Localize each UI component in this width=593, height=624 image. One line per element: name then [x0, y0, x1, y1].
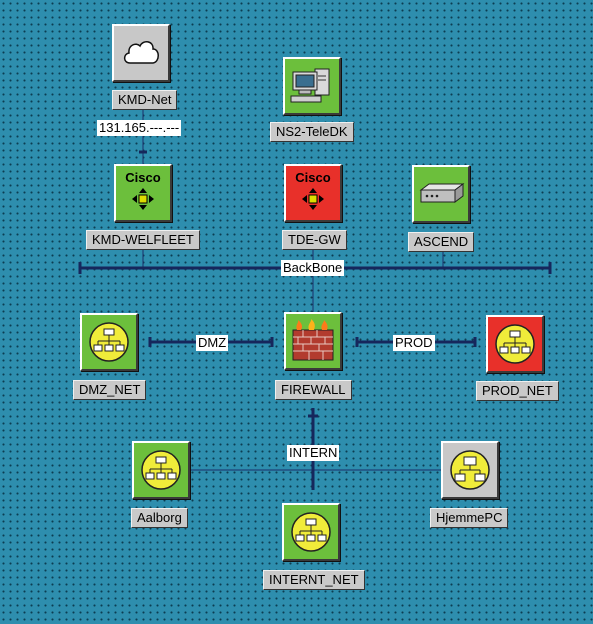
cisco-router-icon: Cisco	[125, 170, 161, 210]
cloud-icon	[123, 41, 159, 64]
node-firewall-label: FIREWALL	[275, 380, 352, 400]
node-dmz-net-icon-box[interactable]	[80, 313, 138, 371]
node-aalborg-icon-box[interactable]	[132, 441, 190, 499]
cisco-text: Cisco	[295, 170, 330, 185]
node-kmd-welfleet-label: KMD-WELFLEET	[86, 230, 200, 250]
network-hub-icon	[89, 322, 129, 362]
node-firewall-icon-box[interactable]	[284, 312, 342, 370]
node-ascend-label: ASCEND	[408, 232, 475, 252]
link-label-intern: INTERN	[287, 445, 340, 461]
node-prod-net-icon-box[interactable]	[486, 315, 544, 373]
network-hub-icon	[291, 512, 331, 552]
node-kmd-welfleet-icon-box[interactable]: Cisco	[114, 164, 172, 222]
node-tde-gw-icon-box[interactable]: Cisco	[284, 164, 342, 222]
network-hub-icon	[495, 324, 535, 364]
node-ns2-teledk-icon-box[interactable]	[283, 57, 341, 115]
modem-icon	[419, 183, 465, 203]
firewall-icon	[292, 319, 334, 361]
node-ns2-teledk-label: NS2-TeleDK	[270, 122, 354, 142]
node-kmd-net-label: KMD-Net	[112, 90, 178, 110]
link-label-kmd-ip: 131.165.---.---	[97, 120, 182, 136]
node-ascend-icon-box[interactable]	[412, 165, 470, 223]
node-prod-net-label: PROD_NET	[476, 381, 559, 401]
node-hjemmepc-label: HjemmePC	[430, 508, 509, 528]
link-label-prod: PROD	[393, 335, 435, 351]
node-hjemmepc-icon-box[interactable]	[441, 441, 499, 499]
node-internt-net-label: INTERNT_NET	[263, 570, 365, 590]
node-internt-net-icon-box[interactable]	[282, 503, 340, 561]
node-kmd-net-icon-box[interactable]	[112, 24, 170, 82]
pc-network-icon	[450, 450, 490, 490]
node-dmz-net-label: DMZ_NET	[73, 380, 147, 400]
cisco-router-icon: Cisco	[295, 170, 331, 210]
link-label-dmz: DMZ	[196, 335, 229, 351]
node-aalborg-label: Aalborg	[131, 508, 188, 528]
workstation-icon	[290, 68, 330, 103]
network-hub-icon	[141, 450, 181, 490]
link-label-backbone: BackBone	[281, 260, 345, 276]
cisco-text: Cisco	[125, 170, 160, 185]
node-tde-gw-label: TDE-GW	[282, 230, 347, 250]
